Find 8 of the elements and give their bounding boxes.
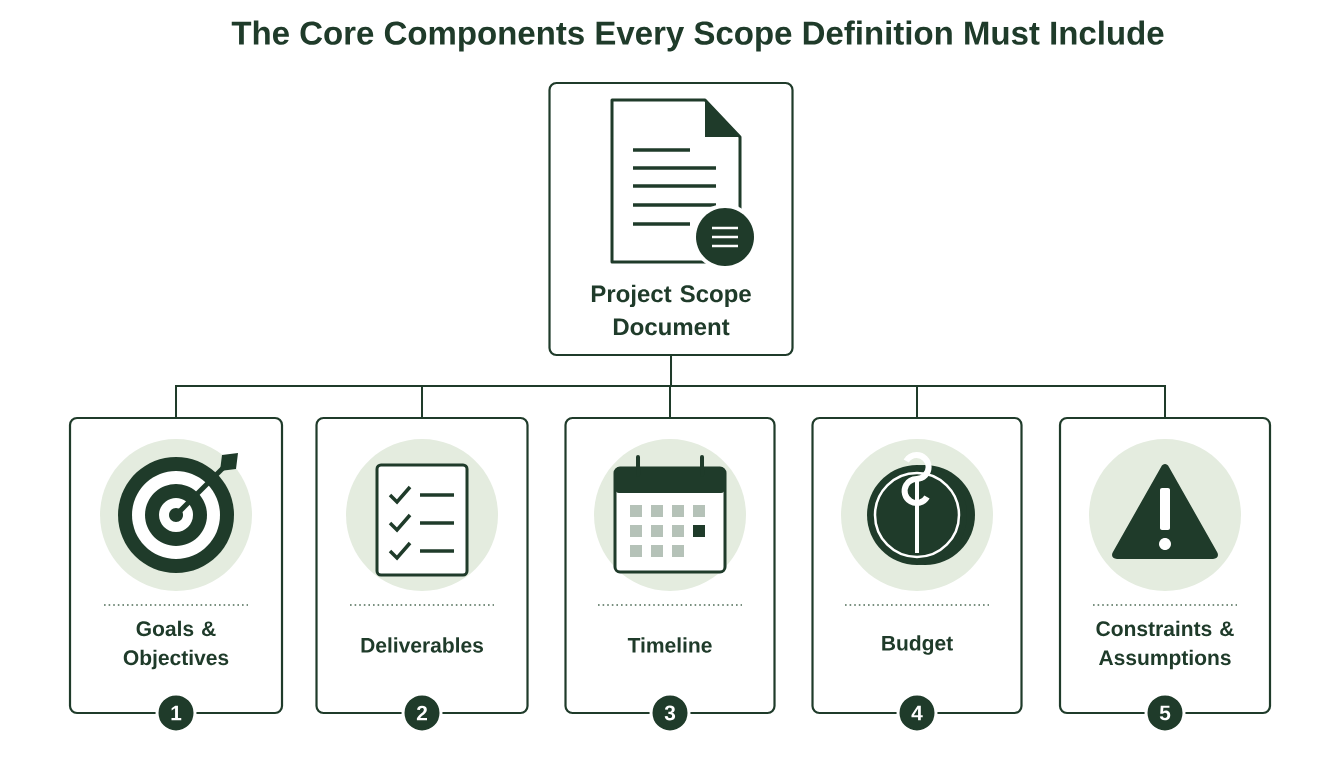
number-badge: 5 — [1144, 692, 1186, 734]
connector-line — [670, 355, 1166, 418]
number-badge: 1 — [155, 692, 197, 734]
title: The Core Components Every Scope Definition Must Include — [231, 20, 1164, 52]
number-badge: 3 — [649, 692, 691, 734]
document-box: Project Scope Document — [548, 81, 794, 357]
number-badge: 2 — [401, 692, 443, 734]
number-badge: 4 — [896, 692, 938, 734]
